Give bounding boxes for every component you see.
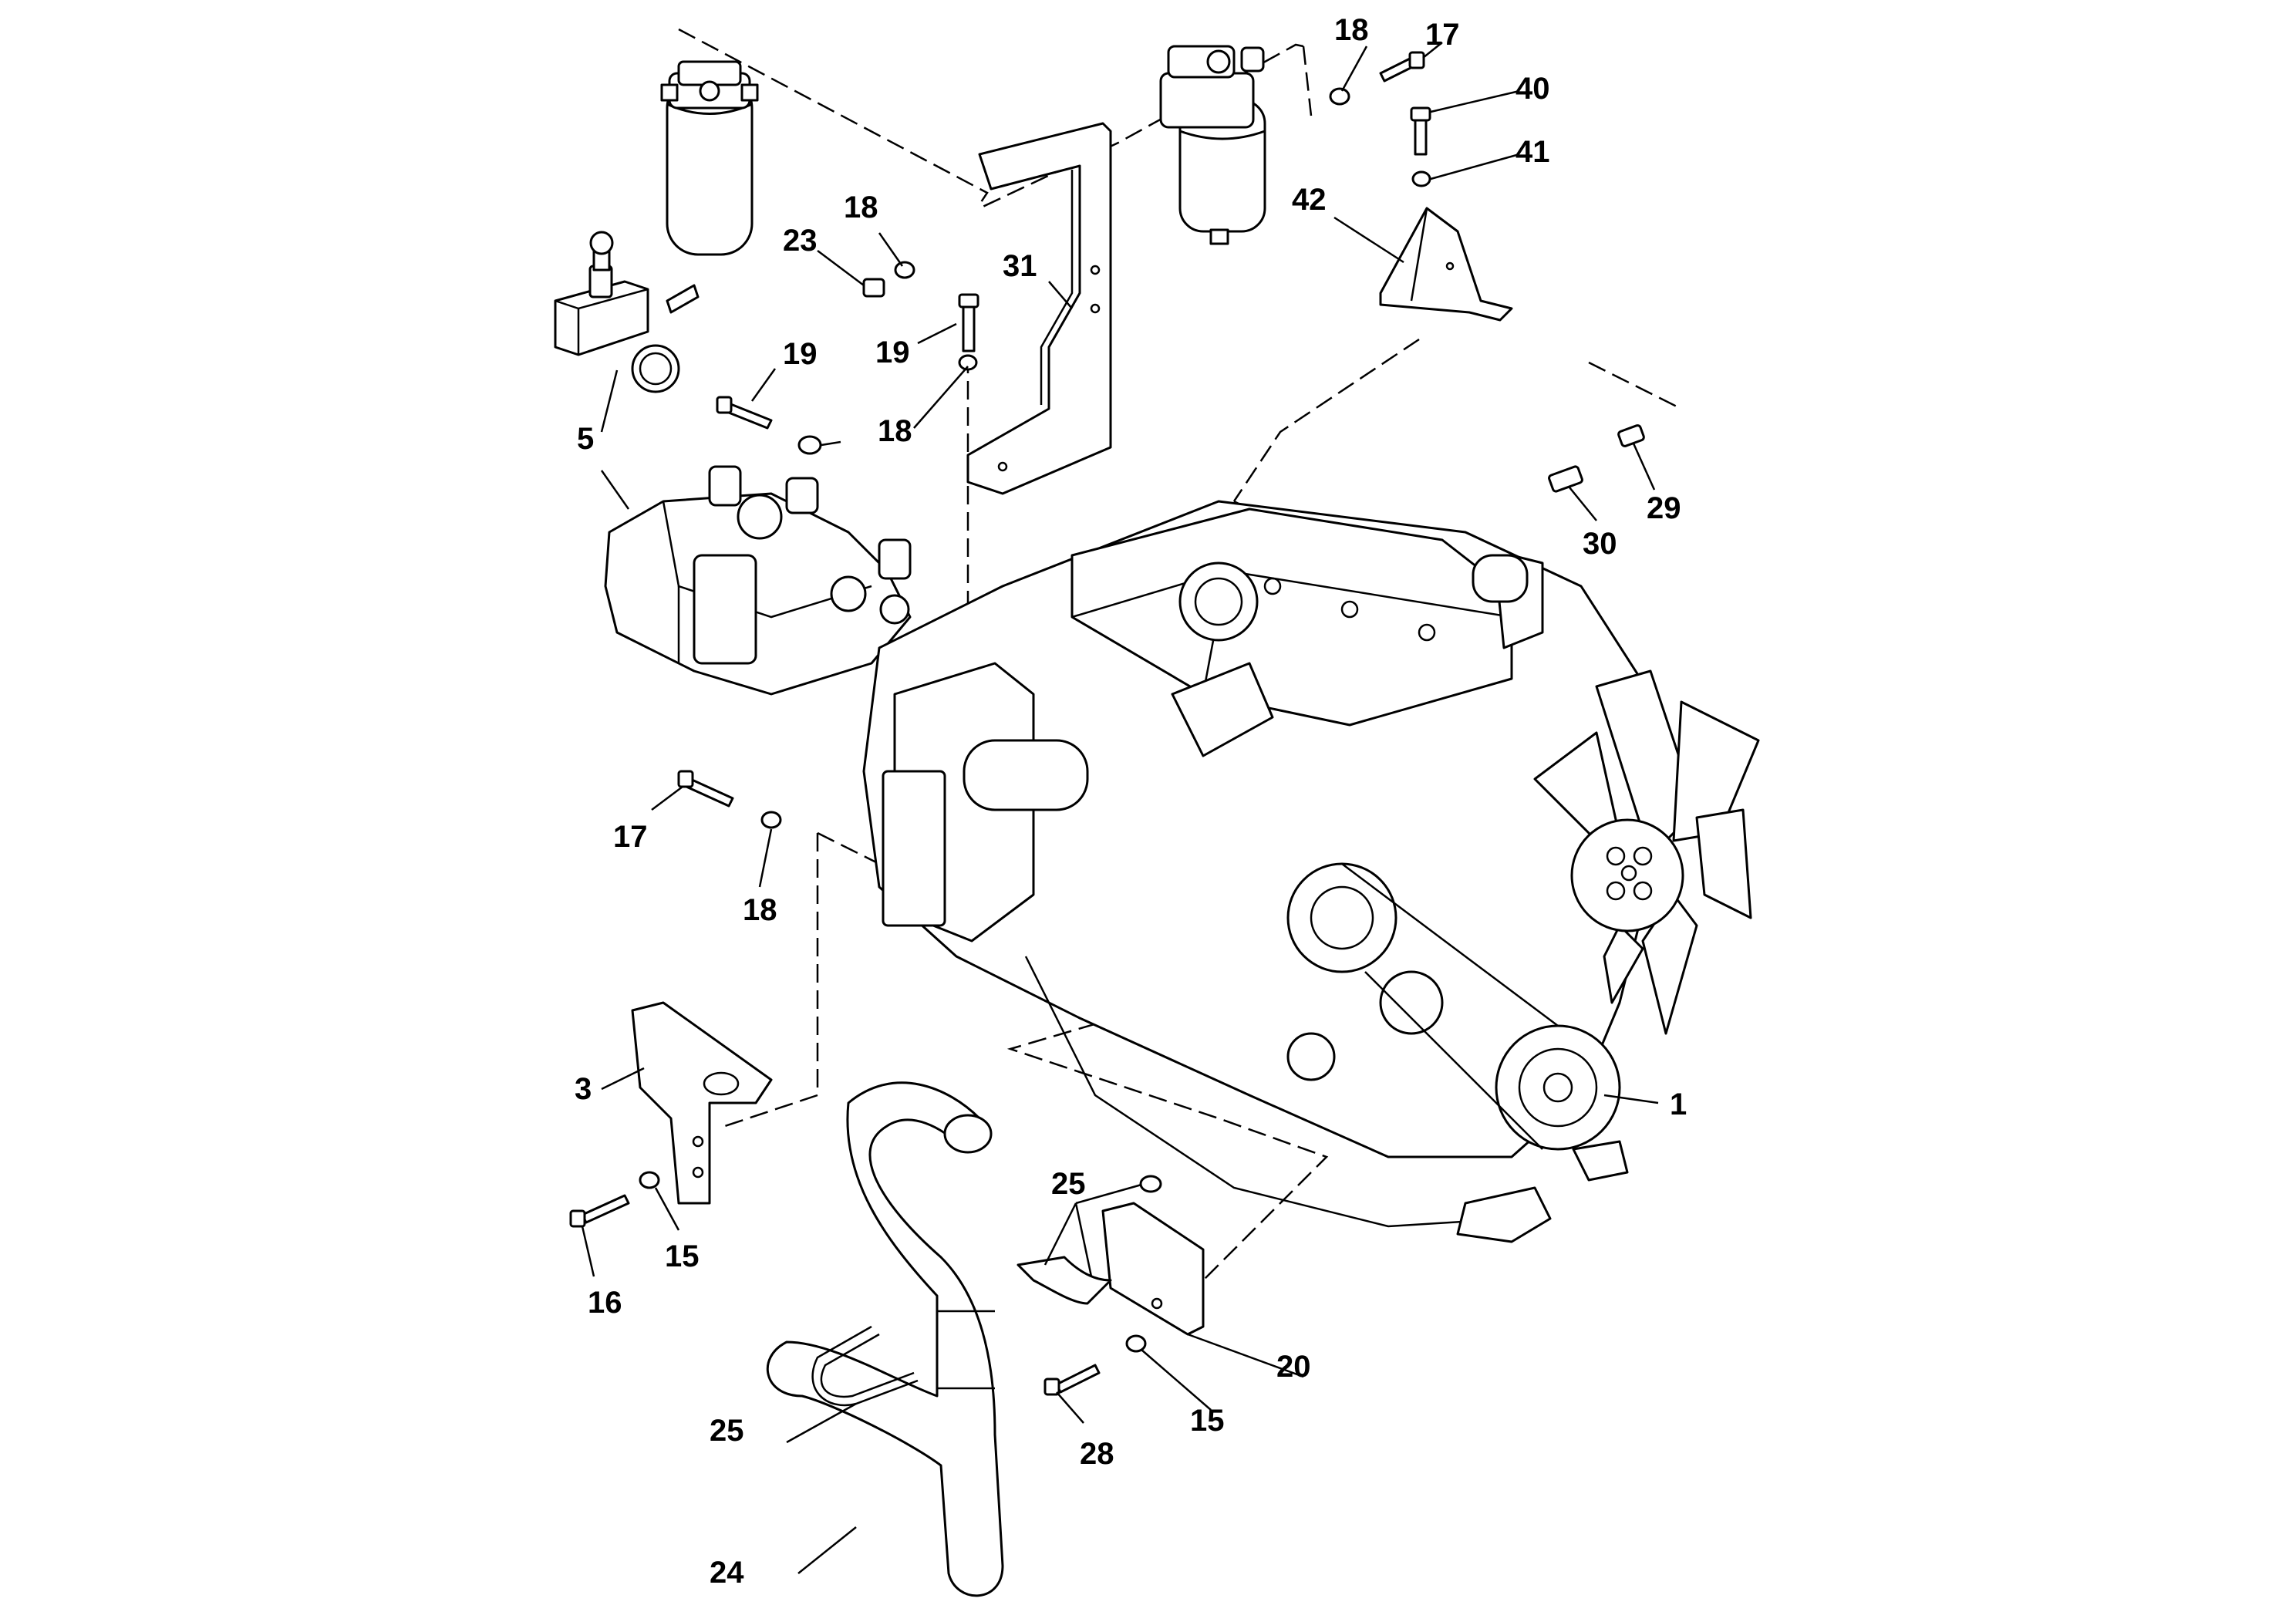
engine-mount-bracket-left xyxy=(631,1001,773,1205)
callout-31: 31 xyxy=(1003,249,1037,283)
filter-bracket xyxy=(966,122,1112,495)
callout-15: 15 xyxy=(1190,1404,1225,1438)
callout-18: 18 xyxy=(1334,13,1369,47)
callout-3: 3 xyxy=(575,1072,592,1106)
exhaust-pipe xyxy=(766,1081,1004,1597)
callout-18: 18 xyxy=(844,191,878,224)
exhaust-bracket xyxy=(1101,1202,1205,1336)
callout-40: 40 xyxy=(1515,72,1550,106)
u-bolt-clamp xyxy=(811,1325,919,1407)
callout-29: 29 xyxy=(1647,491,1681,525)
clamp-half xyxy=(1017,1256,1112,1305)
callout-41: 41 xyxy=(1515,135,1550,169)
engine-block xyxy=(862,500,1660,1243)
callout-15: 15 xyxy=(665,1239,700,1273)
callout-1: 1 xyxy=(1670,1088,1687,1121)
callout-17: 17 xyxy=(1425,18,1460,52)
callout-16: 16 xyxy=(588,1286,622,1320)
callout-19: 19 xyxy=(875,336,910,369)
cooling-fan xyxy=(1533,669,1760,1035)
fuel-filter-right xyxy=(1159,45,1266,245)
callout-42: 42 xyxy=(1292,183,1327,217)
callout-numbers: 1 3 5 15 16 17 17 18 18 18 18 19 19 20 2… xyxy=(575,13,1687,1590)
callout-25: 25 xyxy=(710,1414,744,1448)
callout-17: 17 xyxy=(613,820,648,854)
valve-block xyxy=(554,231,700,393)
callout-24: 24 xyxy=(710,1556,744,1590)
callout-25: 25 xyxy=(1051,1167,1086,1201)
fasteners xyxy=(569,51,1645,1396)
callout-leaders xyxy=(581,42,1659,1574)
callout-28: 28 xyxy=(1080,1437,1114,1471)
callout-23: 23 xyxy=(783,224,818,258)
callout-20: 20 xyxy=(1276,1350,1311,1384)
callout-19: 19 xyxy=(783,337,818,371)
callout-18: 18 xyxy=(878,414,912,448)
callout-18: 18 xyxy=(743,893,777,927)
guard-plate xyxy=(1379,207,1513,322)
callout-30: 30 xyxy=(1583,527,1617,561)
callout-5: 5 xyxy=(577,422,594,456)
fuel-filter-left xyxy=(660,60,759,256)
hydraulic-pump xyxy=(604,465,912,696)
